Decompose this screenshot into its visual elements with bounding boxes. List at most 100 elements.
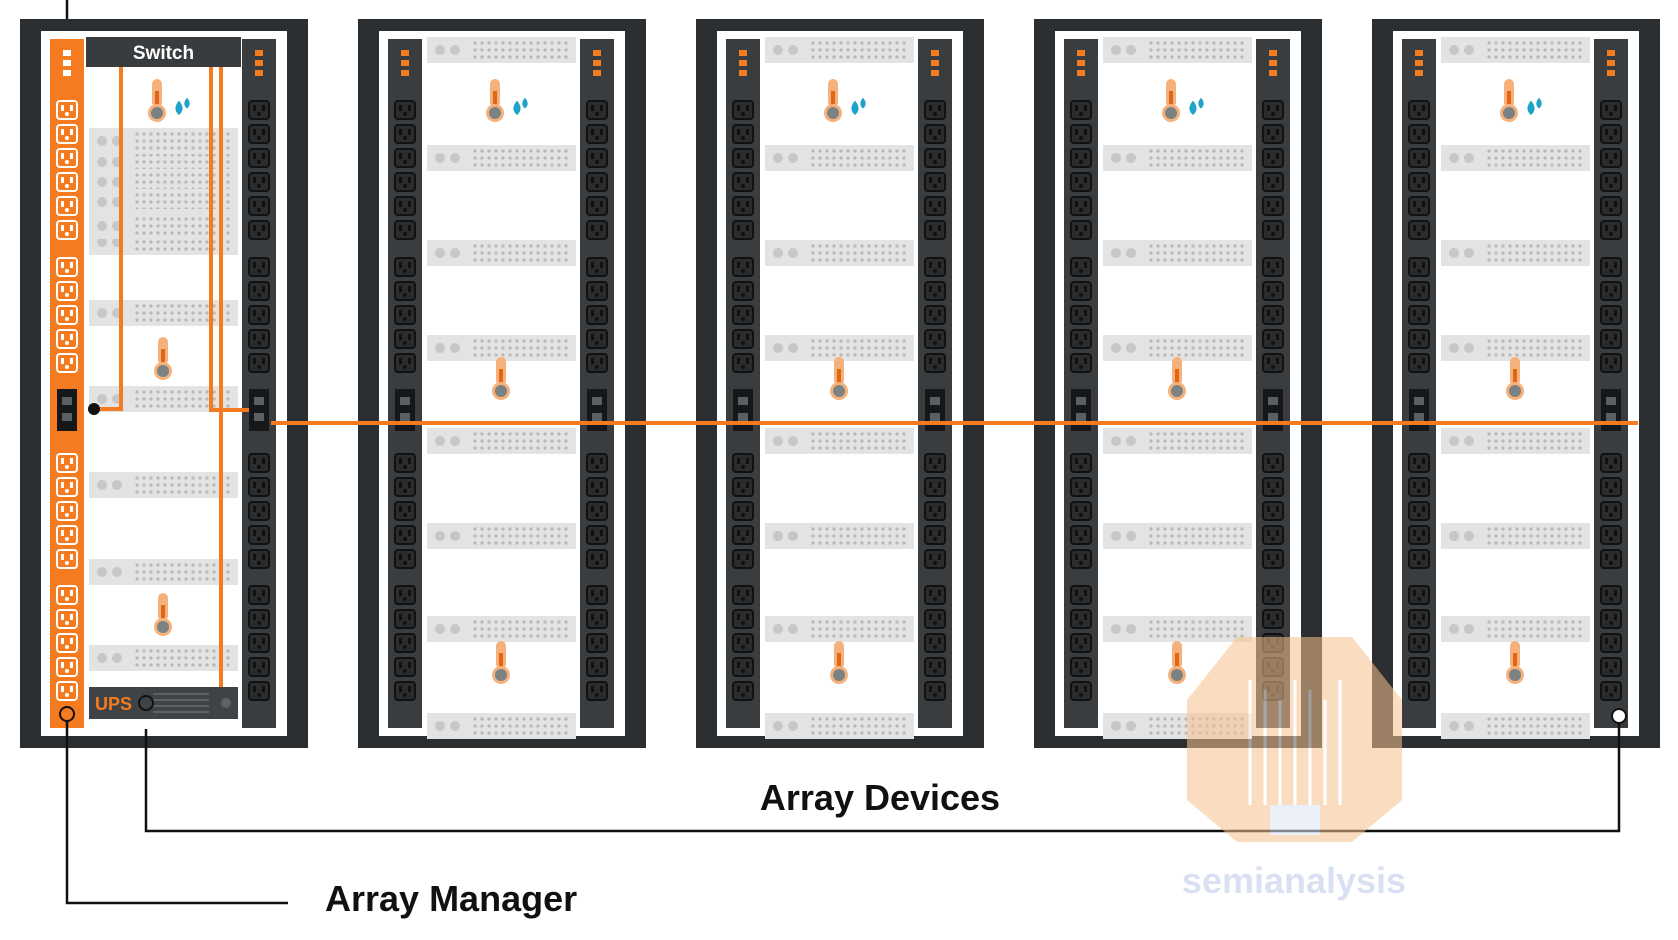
power-outlet-icon [248, 681, 270, 701]
power-outlet-icon [924, 305, 946, 325]
water-drops-icon [513, 97, 528, 115]
power-outlet-icon [1408, 585, 1430, 605]
power-outlet-icon [1408, 681, 1430, 701]
power-outlet-icon [1600, 196, 1622, 216]
power-outlet-icon [56, 657, 78, 677]
thermometer-icon [492, 641, 510, 684]
server-unit-icon [765, 428, 914, 454]
power-outlet-icon [1262, 220, 1284, 240]
power-outlet-icon [394, 681, 416, 701]
power-outlet-icon [586, 633, 608, 653]
server-unit-icon [765, 523, 914, 549]
power-outlet-icon [1070, 353, 1092, 373]
array-devices-callout-line [144, 723, 1621, 833]
power-outlet-icon [56, 196, 78, 216]
power-outlet-icon [1070, 124, 1092, 144]
power-outlet-icon [1600, 453, 1622, 473]
power-outlet-icon [732, 681, 754, 701]
power-outlet-icon [1262, 525, 1284, 545]
power-outlet-icon [1262, 281, 1284, 301]
network-switch: Switch [86, 37, 241, 67]
server-unit-icon [89, 472, 238, 498]
power-outlet-icon [924, 281, 946, 301]
power-outlet-icon [394, 477, 416, 497]
power-outlet-icon [1070, 220, 1092, 240]
power-outlet-icon [248, 525, 270, 545]
array-manager-callout-line [65, 721, 288, 905]
power-outlet-icon [586, 100, 608, 120]
power-outlet-icon [1600, 148, 1622, 168]
power-outlet-icon [1408, 549, 1430, 569]
power-outlet-icon [924, 124, 946, 144]
array-device-rack [1372, 19, 1660, 748]
power-outlet-icon [586, 305, 608, 325]
power-outlet-icon [586, 453, 608, 473]
pdu-connector [1409, 389, 1429, 431]
power-outlet-icon [732, 657, 754, 677]
server-unit-icon [427, 335, 576, 361]
power-outlet-icon [394, 305, 416, 325]
pdu-connector [1071, 389, 1091, 431]
power-outlet-icon [924, 501, 946, 521]
power-outlet-icon [1600, 353, 1622, 373]
power-outlet-icon [732, 148, 754, 168]
thermometer-icon [1168, 357, 1186, 400]
power-outlet-icon [394, 525, 416, 545]
power-outlet-icon [1408, 477, 1430, 497]
server-unit-icon [1103, 335, 1252, 361]
power-outlet-icon [732, 501, 754, 521]
power-outlet-icon [1262, 100, 1284, 120]
server-unit-icon [1103, 428, 1252, 454]
power-outlet-icon [1408, 124, 1430, 144]
power-outlet-icon [1070, 453, 1092, 473]
server-unit-icon [89, 559, 238, 585]
server-unit-icon [427, 428, 576, 454]
server-unit-icon [765, 145, 914, 171]
power-outlet-icon [586, 220, 608, 240]
power-outlet-icon [1070, 633, 1092, 653]
ups-label: UPS [95, 694, 132, 714]
power-outlet-icon [924, 148, 946, 168]
power-outlet-icon [56, 172, 78, 192]
power-outlet-icon [1600, 609, 1622, 629]
power-outlet-icon [1262, 501, 1284, 521]
power-outlet-icon [394, 549, 416, 569]
power-outlet-icon [586, 477, 608, 497]
power-outlet-icon [1070, 609, 1092, 629]
power-outlet-icon [1070, 681, 1092, 701]
server-unit-icon [427, 37, 576, 63]
water-drops-icon [1189, 97, 1204, 115]
power-outlet-icon [394, 172, 416, 192]
power-outlet-icon [1408, 609, 1430, 629]
power-outlet-icon [1408, 220, 1430, 240]
power-outlet-icon [1600, 525, 1622, 545]
power-outlet-icon [924, 220, 946, 240]
power-outlet-icon [1070, 501, 1092, 521]
power-outlet-icon [1408, 657, 1430, 677]
power-outlet-icon [248, 609, 270, 629]
water-drops-icon [1527, 97, 1542, 115]
power-outlet-icon [1600, 477, 1622, 497]
power-outlet-icon [1408, 525, 1430, 545]
power-outlet-icon [394, 148, 416, 168]
thermometer-icon [830, 641, 848, 684]
power-outlet-icon [56, 477, 78, 497]
power-outlet-icon [248, 501, 270, 521]
power-outlet-icon [248, 633, 270, 653]
thermometer-icon [154, 337, 172, 380]
power-outlet-icon [586, 281, 608, 301]
power-outlet-icon [1262, 329, 1284, 349]
power-outlet-icon [732, 453, 754, 473]
server-unit-icon [89, 300, 238, 326]
server-unit-icon [427, 523, 576, 549]
thermometer-icon [154, 593, 172, 636]
power-outlet-icon [1070, 525, 1092, 545]
power-outlet-icon [586, 657, 608, 677]
power-outlet-icon [56, 353, 78, 373]
power-outlet-icon [1262, 305, 1284, 325]
power-outlet-icon [1408, 501, 1430, 521]
power-outlet-icon [732, 196, 754, 216]
power-outlet-icon [1070, 585, 1092, 605]
power-outlet-icon [56, 148, 78, 168]
